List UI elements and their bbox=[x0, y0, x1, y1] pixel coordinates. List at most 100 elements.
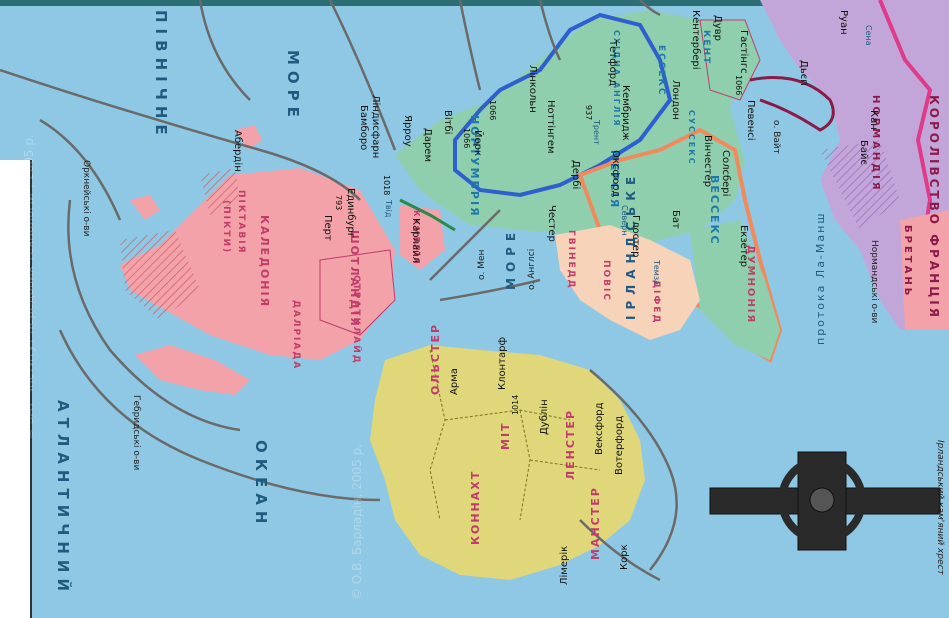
city-edinburgh: Единбург bbox=[345, 188, 356, 238]
caledonia-label: КАЛЕДОНІЯ bbox=[258, 215, 271, 309]
kent-label: КЕНТ bbox=[701, 30, 711, 66]
city-exeter: Екзетер bbox=[738, 225, 749, 268]
norman-invasion-route bbox=[749, 76, 835, 132]
pictland-hatch-west bbox=[120, 230, 200, 320]
city-wexford: Вексфорд bbox=[594, 402, 605, 455]
gwynedd-label: ГВІНЕДД bbox=[566, 230, 576, 290]
danelaw-border bbox=[453, 12, 673, 198]
dumnonia-region bbox=[690, 220, 780, 360]
city-chester: Честер bbox=[546, 205, 557, 242]
river-tweed: Твід bbox=[384, 200, 393, 218]
channel-label: протока Ла-Манш bbox=[814, 211, 827, 345]
city-pevensey: Певенсі bbox=[745, 100, 756, 141]
left-info-panel bbox=[0, 160, 32, 618]
orkney-label: Оркнейські о-ви bbox=[81, 160, 91, 237]
city-clontarf: Клонтарф bbox=[497, 337, 508, 390]
strathclyde-label: СТРАТКЛАЙД bbox=[351, 275, 361, 365]
northumbria-boundary bbox=[399, 198, 456, 232]
france-label: КОРОЛІВСТВО ФРАНЦІЯ bbox=[927, 95, 941, 320]
north-sea-label: ПІВНІЧНЕ bbox=[152, 10, 170, 141]
river-severn: Северн bbox=[620, 205, 629, 236]
river-trent: Трент bbox=[592, 120, 601, 145]
city-perth: Перт bbox=[322, 215, 333, 241]
city-gloucester: Глостер bbox=[630, 215, 641, 258]
city-lincoln: Лінкольн bbox=[527, 65, 538, 113]
celtic-cross-caption: Ірландський кам'яний хрест bbox=[935, 440, 945, 575]
city-aberdeen: Абердін bbox=[232, 130, 243, 172]
city-winchester: Вінчестер bbox=[702, 135, 713, 188]
city-hastings: Гастінгс bbox=[738, 30, 749, 74]
city-whitby: Вітбі bbox=[442, 110, 453, 135]
wight-label: о. Вайт bbox=[771, 120, 781, 155]
city-cork: Корк bbox=[619, 544, 630, 570]
city-cambridge: Кембридж bbox=[620, 85, 631, 141]
munster-label: МАНСТЕР bbox=[589, 486, 602, 560]
england-region bbox=[395, 10, 745, 245]
north-sea-word-label: МОРЕ bbox=[284, 50, 302, 123]
cumbria-region bbox=[400, 205, 445, 270]
picts-label: (ПІКТИ) bbox=[221, 200, 231, 255]
connacht-label: КОННАХТ bbox=[469, 469, 482, 545]
city-oxford: Оксфорд bbox=[610, 150, 621, 198]
pictland-hatch-north bbox=[200, 168, 240, 215]
city-carlisle: Карлайл bbox=[410, 218, 421, 263]
brittany-region bbox=[900, 210, 949, 330]
essex-label: ЕССЕКС bbox=[656, 45, 666, 97]
city-york: Йорк bbox=[472, 130, 483, 156]
date-1066-stamford: 1066 bbox=[462, 128, 471, 149]
hebrides-label: Гебридські о-ви bbox=[131, 395, 141, 471]
city-dieppe: Дьєп bbox=[798, 60, 809, 86]
city-dublin: Дублін bbox=[539, 399, 550, 435]
city-nottingham: Ноттінгем bbox=[545, 100, 556, 154]
strathclyde-region bbox=[319, 249, 396, 336]
city-rouen: Руан bbox=[838, 10, 849, 35]
city-canterbury: Кентербері bbox=[690, 10, 701, 70]
ireland-region bbox=[370, 345, 645, 580]
dyfed-label: ДІФЕД bbox=[651, 280, 661, 325]
normandy-islands-label: Нормандські о-ви bbox=[869, 240, 879, 324]
city-london: Лондон bbox=[670, 80, 681, 120]
atlantic-label: АТЛАНТИЧНИЙ bbox=[54, 400, 72, 598]
celtic-cross-icon bbox=[709, 451, 941, 551]
city-bayeux: Байє bbox=[858, 140, 869, 165]
date-1014: 1014 bbox=[511, 394, 520, 415]
normandy-hatch bbox=[820, 140, 900, 230]
dalriada-label: ДАЛРІАДА bbox=[291, 300, 301, 371]
irish-sea-word-label: МОРЕ bbox=[504, 226, 518, 290]
city-jarrow: Ярроу bbox=[402, 115, 413, 147]
ulster-label: ОЛЬСТЕР bbox=[429, 322, 442, 395]
city-durham: Дарем bbox=[422, 128, 433, 162]
ireland-boundaries bbox=[429, 349, 601, 521]
orkney-islands bbox=[130, 125, 262, 245]
map-top-frame bbox=[0, 0, 949, 6]
anglesey-label: о. Англсі bbox=[527, 248, 537, 290]
pictavia-label: ПІКТАВІЯ bbox=[236, 190, 246, 255]
city-armagh: Арма bbox=[449, 368, 460, 395]
meath-label: МІТ bbox=[499, 421, 512, 450]
city-waterford: Вотерфорд bbox=[614, 415, 625, 475]
hebrides-islands bbox=[135, 345, 250, 395]
brittany-label: БРЕТАНЬ bbox=[902, 225, 913, 299]
watermark-1: © ЗАТ "Інститут передових технологій", 2… bbox=[22, 134, 36, 440]
date-937: 937 bbox=[584, 105, 593, 121]
leinster-label: ЛЕНСТЕР bbox=[564, 408, 577, 480]
city-salisbury: Солсбері bbox=[720, 150, 731, 197]
date-1066-york: 1066 bbox=[488, 100, 497, 121]
city-thetford: Тетфорд bbox=[607, 40, 618, 87]
river-seine: Сена bbox=[864, 25, 873, 46]
city-bath: Бат bbox=[670, 210, 681, 229]
man-label: о. Мен bbox=[477, 249, 487, 280]
city-dover: Дувр bbox=[712, 15, 723, 41]
ocean-label: ОКЕАН bbox=[252, 440, 270, 530]
wales-region bbox=[555, 225, 700, 340]
date-793: 793 bbox=[334, 195, 343, 211]
viking-routes bbox=[0, 0, 678, 582]
city-bamburgh: Бамборо bbox=[358, 105, 369, 151]
river-thames: Темза bbox=[652, 260, 661, 285]
city-lindisfarne: Ліндисфарн bbox=[370, 95, 381, 159]
city-derby: Дербі bbox=[570, 160, 581, 190]
city-caen: Кан bbox=[868, 110, 879, 130]
date-1066-hastings: 1066 bbox=[734, 75, 743, 96]
